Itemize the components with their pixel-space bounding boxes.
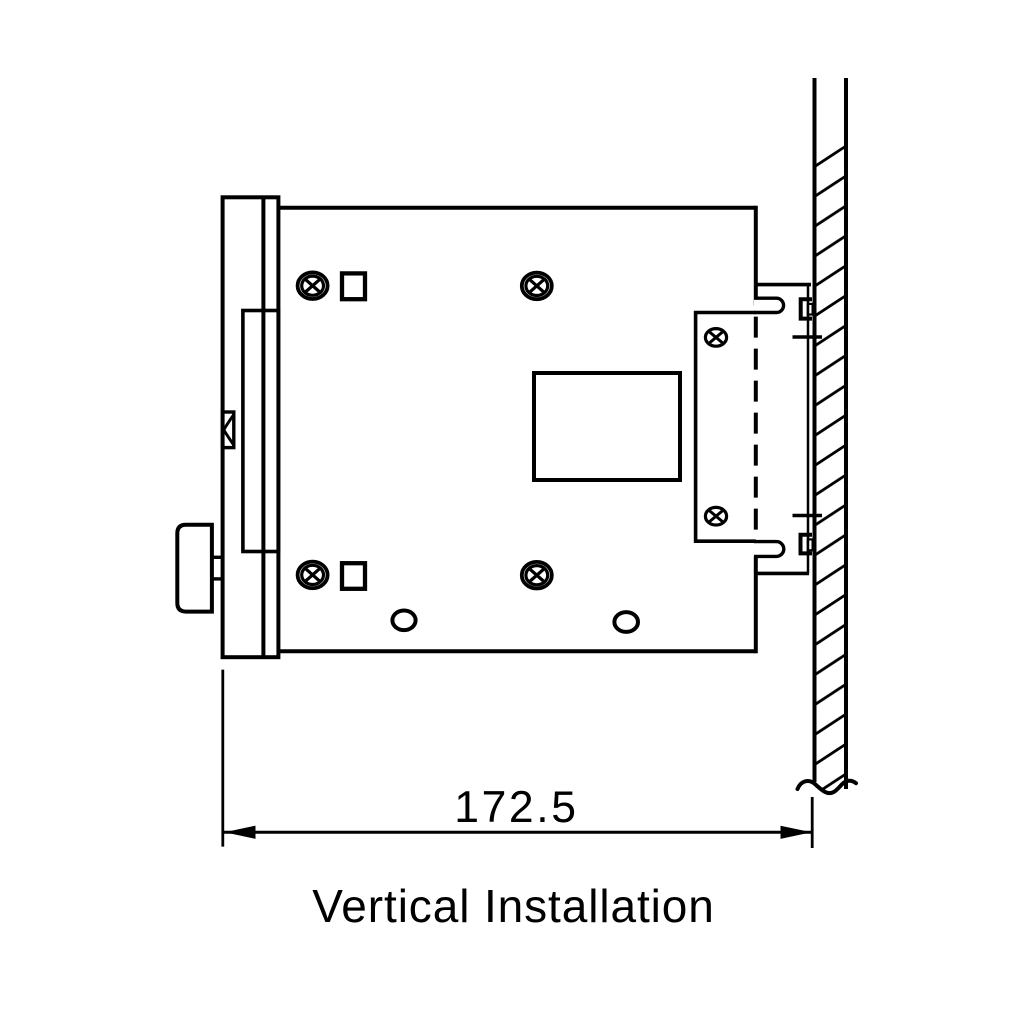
square-hole-top xyxy=(339,271,368,302)
square-hole-bottom xyxy=(339,561,368,591)
dimension-value: 172.5 xyxy=(454,783,578,832)
wall-hatching xyxy=(815,138,846,790)
oval-hole-left xyxy=(390,608,418,633)
bracket-screw-top xyxy=(703,327,729,348)
dimension-arrow-right xyxy=(780,825,812,839)
wall xyxy=(795,78,858,796)
front-panel xyxy=(175,195,281,660)
bracket-clip-top xyxy=(798,297,814,321)
unit-body xyxy=(278,205,786,654)
screw-top-left xyxy=(295,270,330,301)
mounting-bracket xyxy=(693,282,822,576)
unit-inner-rect xyxy=(532,371,682,482)
knob xyxy=(175,522,214,614)
hook-slot-bottom xyxy=(754,539,786,559)
screw-bottom-right xyxy=(519,560,554,591)
screw-bottom-left xyxy=(295,559,330,591)
front-panel-slot xyxy=(241,308,281,554)
hook-slot-top xyxy=(754,296,786,315)
bracket-flange xyxy=(693,310,756,543)
dimension-arrow-left xyxy=(224,825,256,839)
wall-break-line xyxy=(795,778,858,796)
oval-hole-right xyxy=(612,610,641,634)
dimension: 172.5 xyxy=(221,669,814,848)
bracket-clip-bottom xyxy=(798,532,814,556)
screw-top-right xyxy=(519,270,554,302)
bracket-screw-bottom xyxy=(703,505,729,527)
diagram-caption: Vertical Installation xyxy=(312,880,714,932)
front-panel-outline xyxy=(220,195,281,660)
release-latch xyxy=(220,410,236,450)
